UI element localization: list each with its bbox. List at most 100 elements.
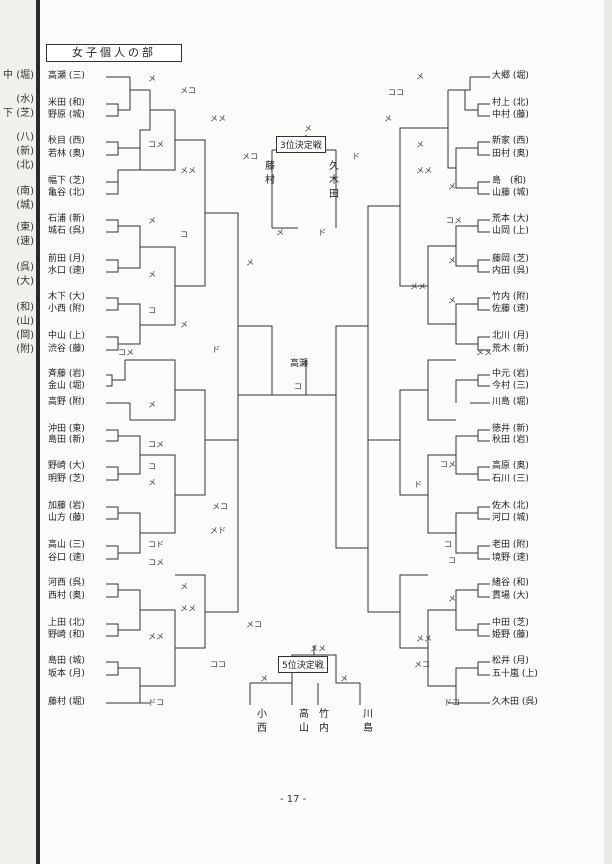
bracket-line: [106, 141, 119, 156]
score-mark: コド: [148, 540, 164, 549]
player-name: 島 (和): [492, 176, 527, 186]
bracket-line: [106, 506, 119, 520]
player-name: 竹内 (附): [492, 292, 529, 302]
player-name: 高野 (附): [48, 397, 85, 407]
score-mark: コ: [148, 462, 156, 471]
edge-label: (南): [16, 186, 34, 197]
bracket-line: [106, 181, 119, 195]
score-mark: メ: [416, 140, 424, 149]
edge-label: (附): [16, 344, 34, 355]
player-name: 高原 (奥): [492, 461, 529, 471]
page-number: - 17 -: [280, 794, 307, 805]
page-binding-shadow: [36, 0, 40, 864]
bracket-line: [427, 245, 456, 325]
bracket-line: [477, 219, 490, 233]
bracket-line: [118, 435, 141, 475]
score-mark: メ: [384, 114, 392, 123]
fifth-place-label: 5位決定戦: [278, 656, 328, 673]
bracket-line: [399, 389, 428, 496]
player-name: 中山 (上): [48, 331, 85, 341]
player-name: 山岡 (上): [492, 226, 529, 236]
bracket-line: [455, 512, 478, 554]
score-mark: コメ: [440, 460, 456, 469]
player-name: 秋田 (岩): [492, 435, 529, 445]
player-name: 木下 (大): [48, 292, 85, 302]
edge-label: (和): [16, 302, 34, 313]
edge-label: (水): [16, 94, 34, 105]
bracket-line: [477, 583, 490, 598]
score-mark: ドコ: [444, 698, 460, 707]
page-edge-right: [604, 0, 612, 864]
score-mark: メ: [448, 256, 456, 265]
final-mark: コ: [294, 382, 302, 391]
score-mark: コ: [448, 556, 456, 565]
bracket-line: [106, 297, 119, 311]
score-mark: メメ: [180, 166, 196, 175]
player-name: 荒本 (大): [492, 214, 529, 224]
bracket-line: [117, 147, 141, 188]
score-mark: メメ: [180, 604, 196, 613]
player-name: 金山 (堀): [48, 381, 85, 391]
player-name: 緒谷 (和): [492, 578, 529, 588]
bracket-line: [427, 609, 456, 687]
bracket-line: [106, 583, 119, 598]
score-mark: メコ: [414, 660, 430, 669]
player-name: 小西 (附): [48, 304, 85, 314]
fifth-place-right-mark: メ: [340, 674, 348, 683]
bracket-line: [477, 506, 490, 520]
third-place-mark: メ: [304, 124, 312, 133]
player-name: 藤村 (堀): [48, 697, 85, 707]
player-name: 貫場 (大): [492, 591, 529, 601]
player-name: 秋目 (西): [48, 136, 85, 146]
player-name: 明野 (芝): [48, 474, 85, 484]
player-name: 島田 (新): [48, 435, 85, 445]
player-name: 中村 (藤): [492, 110, 529, 120]
score-mark: メメ: [410, 282, 426, 291]
bracket-line: [399, 127, 448, 287]
player-name: 野崎 (大): [48, 461, 85, 471]
bracket-line: [477, 545, 490, 560]
player-name: 亀谷 (北): [48, 188, 85, 198]
bracket-line: [112, 359, 140, 381]
bracket-line: [140, 246, 176, 326]
score-mark: コ: [444, 540, 452, 549]
score-mark: メメ: [416, 166, 432, 175]
third-place-left-mark: メ: [276, 228, 284, 237]
bracket-line: [118, 225, 141, 269]
player-name: 佐木 (北): [492, 501, 529, 511]
player-name: 五十嵐 (上): [492, 669, 538, 679]
score-mark: ド: [414, 480, 422, 489]
score-mark: メ: [148, 216, 156, 225]
bracket-line: [140, 110, 176, 171]
score-mark: メ: [246, 258, 254, 267]
third-place-right-mark: ド: [318, 228, 326, 237]
player-name: 中元 (岩): [492, 369, 529, 379]
edge-label: 中 (堀): [3, 70, 34, 81]
bracket-line: [427, 359, 456, 421]
bracket-line: [455, 303, 478, 345]
player-name: 荒木 (新): [492, 344, 529, 354]
player-name: 上田 (北): [48, 618, 85, 628]
score-mark: メメ: [416, 634, 432, 643]
player-name: 加藤 (岩): [48, 501, 85, 511]
edge-label: 下 (芝): [3, 108, 34, 119]
score-mark: コ: [148, 306, 156, 315]
player-name: 河西 (呉): [48, 578, 85, 588]
player-name: 野原 (城): [48, 110, 85, 120]
player-name: 今村 (三): [492, 381, 529, 391]
player-name: 大郷 (堀): [492, 71, 529, 81]
score-mark: ド: [352, 152, 360, 161]
bracket-line: [140, 454, 176, 534]
fifth-place-entrant: 竹内: [319, 709, 329, 734]
edge-label: (城): [16, 200, 34, 211]
player-name: 米田 (和): [48, 98, 85, 108]
player-name: 水口 (速): [48, 266, 85, 276]
bracket-line: [477, 429, 490, 442]
player-name: 松井 (月): [492, 656, 529, 666]
bracket-line: [447, 90, 456, 169]
bracket-line: [205, 440, 239, 613]
bracket-line: [106, 661, 119, 676]
bracket-line: [448, 77, 471, 91]
player-name: 河口 (城): [492, 513, 529, 523]
player-name: 高山 (三): [48, 540, 85, 550]
